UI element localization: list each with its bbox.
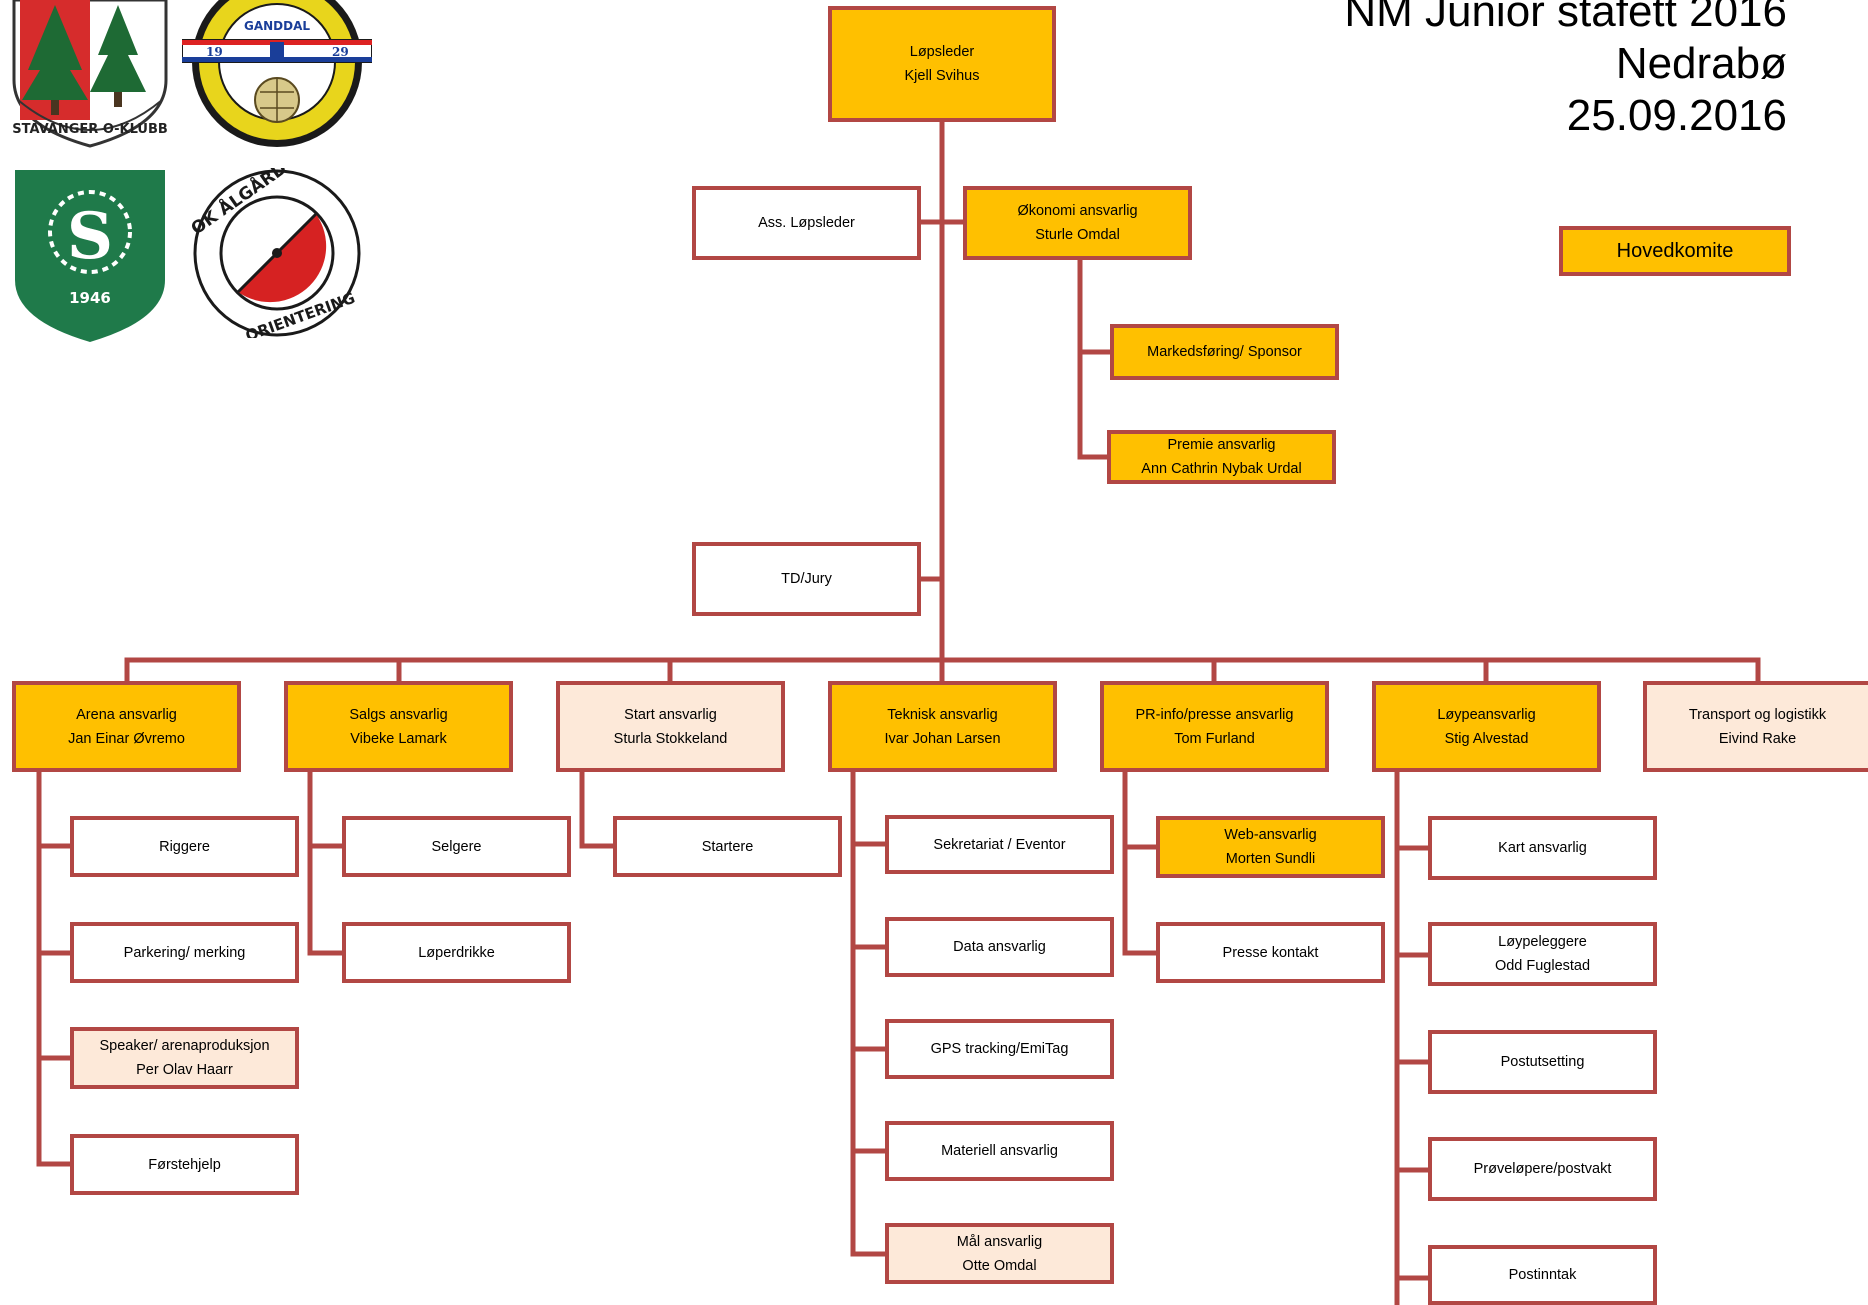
- node-title: Kart ansvarlig: [1498, 840, 1587, 856]
- node-loperdrikke: Løperdrikke: [342, 922, 571, 983]
- node-sekretariat: Sekretariat / Eventor: [885, 815, 1114, 874]
- node-title: Speaker/ arenaproduksjon: [99, 1038, 270, 1054]
- ganddal-year-right: 29: [332, 45, 349, 59]
- node-mal: Mål ansvarlig Otte Omdal: [885, 1223, 1114, 1284]
- node-person: Jan Einar Øvremo: [68, 730, 185, 747]
- node-presse: Presse kontakt: [1156, 922, 1385, 983]
- node-kart: Kart ansvarlig: [1428, 816, 1657, 880]
- sola-logo-text: 1946: [69, 289, 111, 307]
- node-title: Løypeleggere: [1498, 934, 1587, 950]
- node-title: Startere: [701, 838, 754, 855]
- page-title: NM Junior stafett 2016 Nedrabø 25.09.201…: [1344, 0, 1787, 142]
- sola-logo: S 1946: [15, 170, 165, 342]
- stavanger-logo-text: STAVANGER O-KLUBB: [12, 122, 168, 137]
- node-title: Data ansvarlig: [953, 939, 1046, 955]
- node-title: Markedsføring/ Sponsor: [1147, 344, 1302, 360]
- node-title: Ass. Løpsleder: [758, 215, 855, 231]
- node-person: Eivind Rake: [1718, 730, 1797, 747]
- node-person: Per Olav Haarr: [136, 1062, 233, 1078]
- node-premie: Premie ansvarlig Ann Cathrin Nybak Urdal: [1107, 430, 1336, 484]
- svg-text:S: S: [67, 199, 113, 274]
- node-web: Web-ansvarlig Morten Sundli: [1156, 816, 1385, 878]
- node-person: Morten Sundli: [1225, 851, 1316, 867]
- node-person: Kjell Svihus: [904, 68, 980, 84]
- node-postinntak: Postinntak: [1428, 1245, 1657, 1305]
- node-title: Salgs ansvarlig: [349, 706, 448, 723]
- ok-algard-logo: OK ÅLGÅRD ORIENTERING: [192, 168, 361, 338]
- node-title: Prøveløpere/postvakt: [1473, 1161, 1612, 1177]
- node-title: PR-info/presse ansvarlig: [1135, 706, 1294, 723]
- node-salgs: Salgs ansvarlig Vibeke Lamark: [284, 681, 513, 772]
- ganddal-logo-text: GANDDAL: [244, 19, 310, 33]
- node-arena: Arena ansvarlig Jan Einar Øvremo: [12, 681, 241, 772]
- node-title: Materiell ansvarlig: [941, 1143, 1058, 1159]
- node-person: Tom Furland: [1174, 730, 1255, 747]
- node-pr: PR-info/presse ansvarlig Tom Furland: [1100, 681, 1329, 772]
- node-title: Førstehjelp: [148, 1156, 221, 1173]
- node-title: Løpsleder: [909, 44, 975, 60]
- node-person: Vibeke Lamark: [350, 730, 447, 747]
- node-td-jury: TD/Jury: [692, 542, 921, 616]
- node-title: Selgere: [431, 838, 482, 855]
- node-person: Sturla Stokkeland: [613, 730, 728, 747]
- node-title: GPS tracking/EmiTag: [930, 1041, 1069, 1057]
- node-title: Premie ansvarlig: [1167, 437, 1276, 453]
- node-selgere: Selgere: [342, 816, 571, 877]
- title-line-date: 25.09.2016: [1566, 91, 1787, 140]
- node-start: Start ansvarlig Sturla Stokkeland: [556, 681, 785, 772]
- node-proveloper: Prøveløpere/postvakt: [1428, 1137, 1657, 1201]
- stavanger-o-klubb-logo: STAVANGER O-KLUBB: [12, 0, 168, 148]
- node-title: TD/Jury: [781, 571, 832, 587]
- node-teknisk: Teknisk ansvarlig Ivar Johan Larsen: [828, 681, 1057, 772]
- title-line-event: NM Junior stafett 2016: [1344, 0, 1787, 36]
- node-gps: GPS tracking/EmiTag: [885, 1019, 1114, 1079]
- node-title: Presse kontakt: [1222, 944, 1319, 961]
- node-ass-lopsleder: Ass. Løpsleder: [692, 186, 921, 260]
- node-loype: Løypeansvarlig Stig Alvestad: [1372, 681, 1601, 772]
- node-postutsetting: Postutsetting: [1428, 1030, 1657, 1094]
- node-speaker: Speaker/ arenaproduksjon Per Olav Haarr: [70, 1027, 299, 1089]
- node-person: Ivar Johan Larsen: [884, 730, 1001, 747]
- title-line-location: Nedrabø: [1615, 39, 1787, 88]
- node-person: Otte Omdal: [962, 1257, 1037, 1274]
- node-title: Arena ansvarlig: [76, 706, 177, 723]
- node-title: Postinntak: [1508, 1267, 1577, 1283]
- node-parkering: Parkering/ merking: [70, 922, 299, 983]
- ganddal-year-left: 19: [206, 45, 223, 59]
- node-title: Teknisk ansvarlig: [887, 706, 998, 723]
- node-lopsleder: Løpsleder Kjell Svihus: [828, 6, 1056, 122]
- node-title: Mål ansvarlig: [956, 1233, 1043, 1250]
- legend-label: Hovedkomite: [1616, 240, 1734, 262]
- node-transport: Transport og logistikk Eivind Rake: [1643, 681, 1868, 772]
- node-title: Web-ansvarlig: [1224, 827, 1317, 843]
- node-title: Postutsetting: [1500, 1054, 1585, 1070]
- node-loypeleggere: Løypeleggere Odd Fuglestad: [1428, 922, 1657, 986]
- node-person: Sturle Omdal: [1035, 227, 1120, 243]
- node-markedsforing: Markedsføring/ Sponsor: [1110, 324, 1339, 380]
- legend-hovedkomite: Hovedkomite: [1559, 226, 1791, 276]
- node-title: Riggere: [159, 838, 210, 855]
- node-materiell: Materiell ansvarlig: [885, 1121, 1114, 1181]
- node-title: Transport og logistikk: [1688, 706, 1827, 723]
- node-data: Data ansvarlig: [885, 917, 1114, 977]
- node-person: Ann Cathrin Nybak Urdal: [1141, 461, 1302, 477]
- node-title: Sekretariat / Eventor: [933, 836, 1066, 853]
- node-forstehjelp: Førstehjelp: [70, 1134, 299, 1195]
- node-title: Start ansvarlig: [624, 706, 717, 723]
- node-startere: Startere: [613, 816, 842, 877]
- node-title: Parkering/ merking: [123, 944, 246, 961]
- node-person: Stig Alvestad: [1444, 730, 1529, 747]
- node-person: Odd Fuglestad: [1494, 958, 1591, 974]
- node-riggere: Riggere: [70, 816, 299, 877]
- node-title: Løperdrikke: [418, 944, 495, 961]
- node-okonomi: Økonomi ansvarlig Sturle Omdal: [963, 186, 1192, 260]
- node-title: Økonomi ansvarlig: [1017, 203, 1138, 219]
- node-title: Løypeansvarlig: [1437, 706, 1536, 723]
- ganddal-logo: 19 29 GANDDAL: [182, 0, 372, 147]
